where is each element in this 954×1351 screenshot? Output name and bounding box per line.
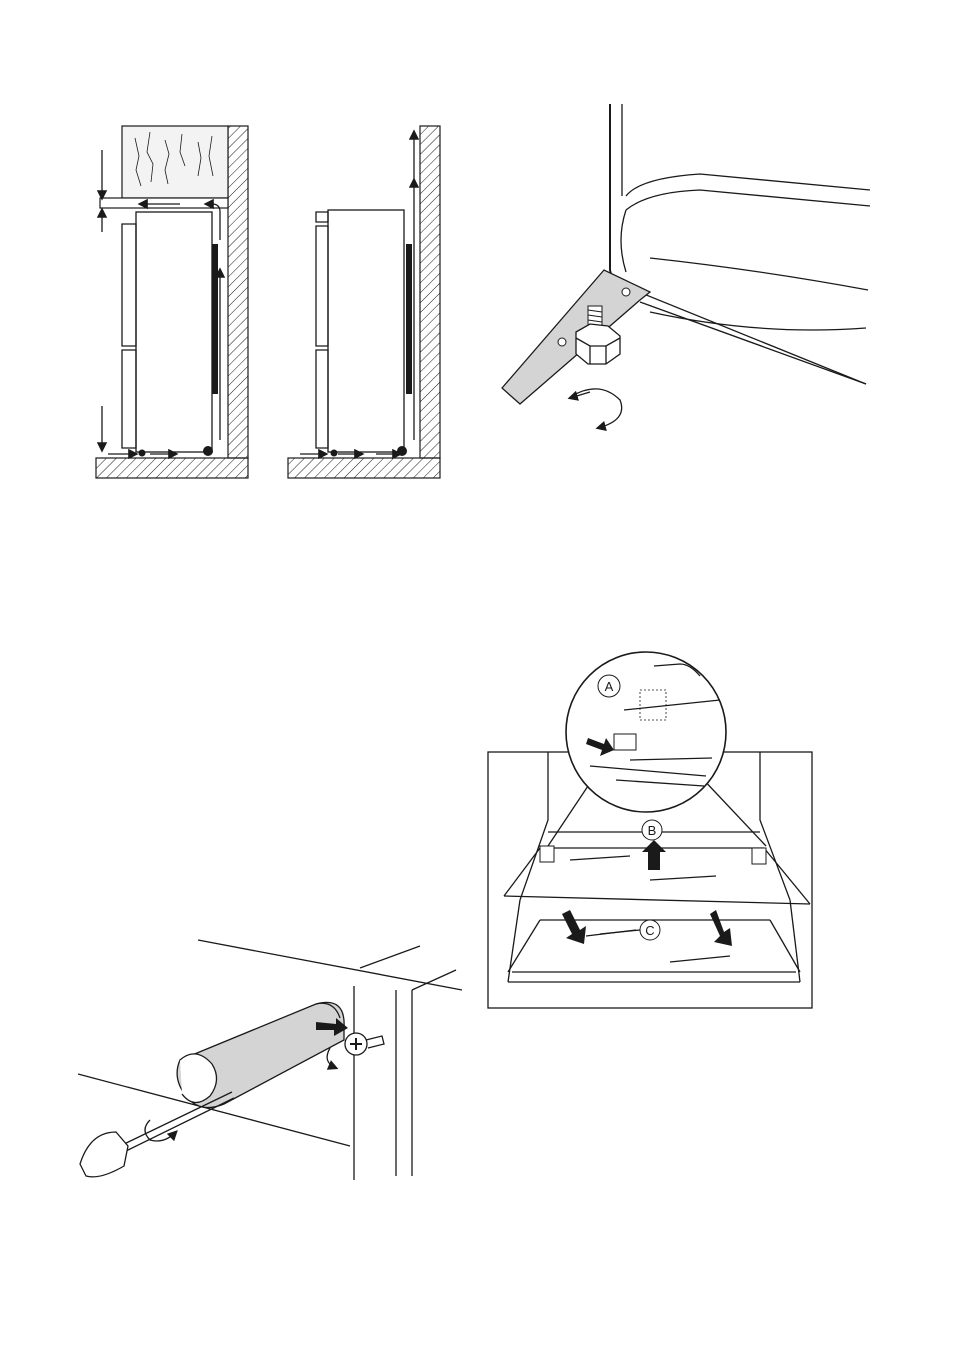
handle-mounting-figure <box>78 940 462 1180</box>
ventilation-figure-cabinet <box>96 126 248 478</box>
levelling-foot-figure <box>502 104 870 428</box>
label-a: A <box>605 679 614 694</box>
label-c: C <box>645 923 654 938</box>
shelf-removal-figure: A B C <box>488 652 812 1008</box>
ventilation-figure-freestanding <box>288 126 440 478</box>
label-b: B <box>648 823 657 838</box>
